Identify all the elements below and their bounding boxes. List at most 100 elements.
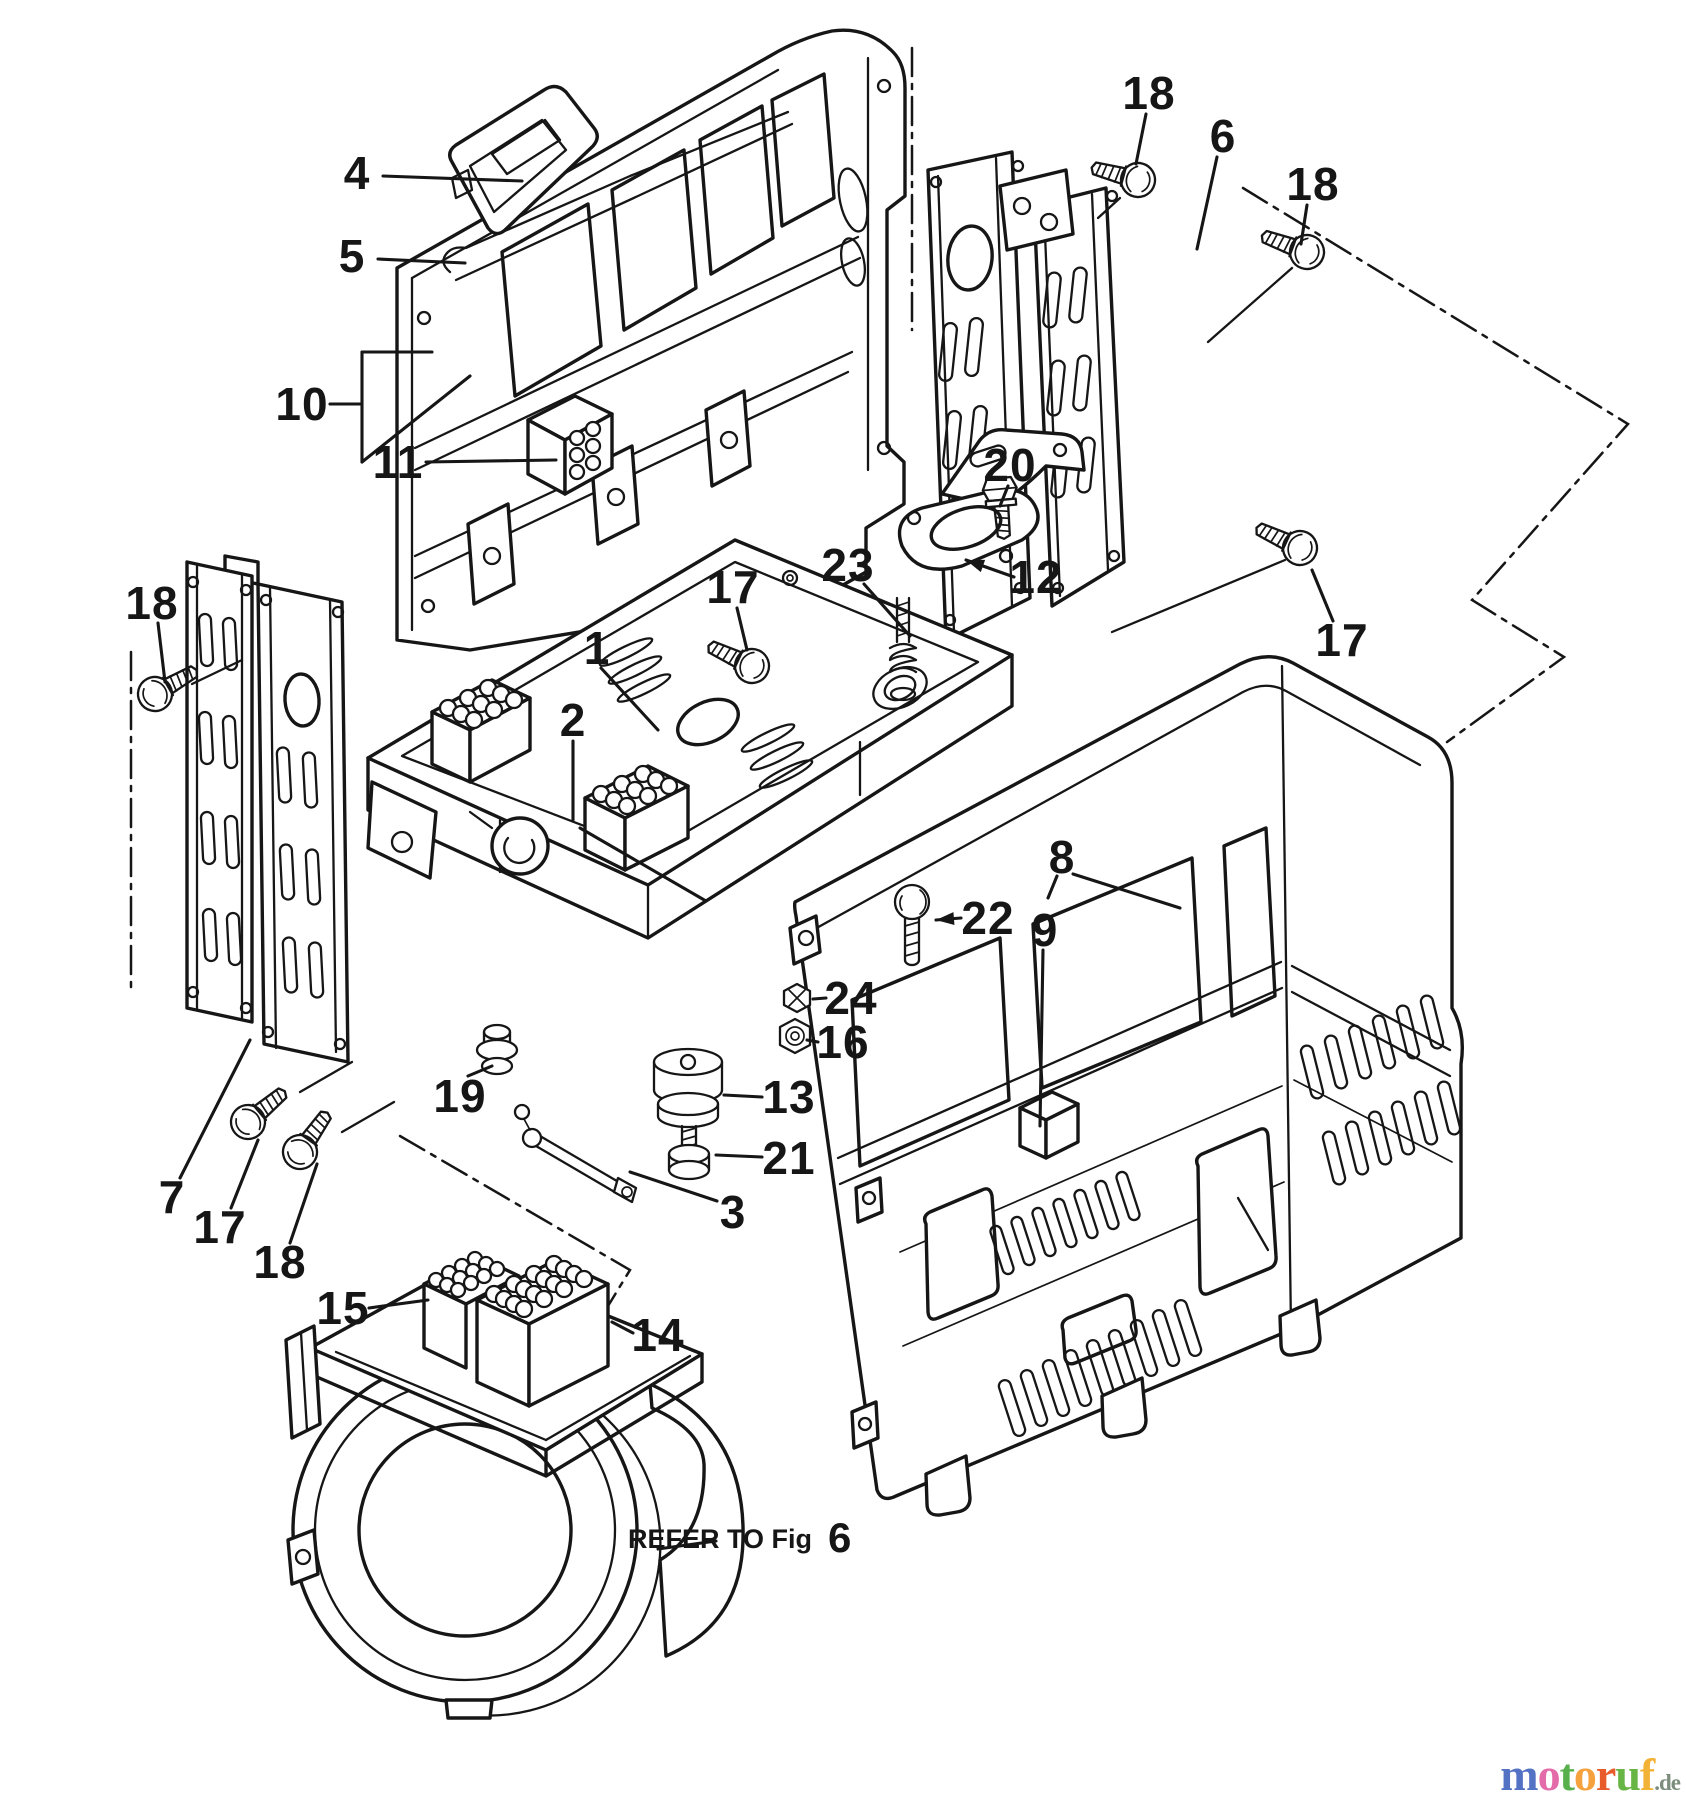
callout-2: 2 bbox=[560, 694, 708, 903]
callout-6: 6 bbox=[1195, 110, 1237, 251]
callout-18: 18 bbox=[1122, 67, 1175, 166]
screw-18-top-right bbox=[1254, 218, 1330, 275]
callout-17: 17 bbox=[1310, 568, 1368, 666]
part-side-panel bbox=[788, 655, 1465, 1517]
callout-23: 23 bbox=[821, 539, 912, 638]
watermark-letter: f bbox=[1639, 1749, 1655, 1800]
callout-label-17: 17 bbox=[1315, 614, 1368, 666]
callout-label-13: 13 bbox=[762, 1071, 815, 1123]
pointer-lines bbox=[190, 196, 1294, 1134]
callout-label-18: 18 bbox=[1122, 67, 1175, 119]
callout-1: 1 bbox=[584, 622, 660, 732]
callout-8: 8 bbox=[1046, 831, 1182, 910]
callout-label-7: 7 bbox=[159, 1171, 186, 1223]
callout-label-17: 17 bbox=[193, 1201, 246, 1253]
callout-16: 16 bbox=[805, 1016, 869, 1068]
phantom-section-lines bbox=[129, 46, 1630, 1308]
callout-10: 10 bbox=[275, 350, 472, 464]
callout-17: 17 bbox=[706, 561, 759, 652]
callout-13: 13 bbox=[722, 1071, 815, 1123]
watermark-domain-suffix: .de bbox=[1654, 1770, 1681, 1795]
part-nut-16 bbox=[778, 1017, 812, 1055]
watermark-wordmark: motoruf bbox=[1500, 1749, 1655, 1800]
part-clip-block-9 bbox=[1018, 1090, 1080, 1160]
part-connector-block-11 bbox=[526, 394, 614, 496]
callout-label-3: 3 bbox=[720, 1186, 747, 1238]
callout-21: 21 bbox=[714, 1132, 815, 1184]
watermark-letter: m bbox=[1500, 1749, 1538, 1800]
callout-label-24: 24 bbox=[824, 972, 877, 1024]
part-seal-strip bbox=[442, 110, 794, 282]
watermark-letter: o bbox=[1573, 1749, 1597, 1800]
watermark-letter: u bbox=[1615, 1749, 1641, 1800]
callout-12: 12 bbox=[964, 551, 1062, 603]
part-bolt-21 bbox=[667, 1124, 711, 1181]
part-grommet-19 bbox=[475, 1023, 519, 1076]
part-connector-block-2b bbox=[583, 764, 690, 872]
hinge-tab bbox=[466, 389, 752, 606]
callout-label-21: 21 bbox=[762, 1132, 815, 1184]
part-left-mounting-plates bbox=[185, 554, 350, 1064]
screw-17-right bbox=[1248, 511, 1324, 572]
part-connector-block-2 bbox=[430, 678, 532, 784]
callout-label-8: 8 bbox=[1049, 831, 1076, 883]
watermark-letter: o bbox=[1537, 1749, 1561, 1800]
callout-14: 14 bbox=[610, 1309, 684, 1361]
callout-label-23: 23 bbox=[821, 539, 874, 591]
refer-note: REFER TO Fig 6 bbox=[628, 1514, 851, 1561]
screw-18-bottom-left bbox=[275, 1101, 343, 1177]
refer-note-leader bbox=[656, 1539, 718, 1551]
part-rear-housing-panel bbox=[395, 28, 907, 652]
callout-label-2: 2 bbox=[560, 694, 587, 746]
callout-label-5: 5 bbox=[339, 230, 366, 282]
callout-label-1: 1 bbox=[584, 622, 611, 674]
callout-15: 15 bbox=[316, 1282, 430, 1334]
callout-19: 19 bbox=[433, 1064, 494, 1122]
callout-label-18: 18 bbox=[1286, 158, 1339, 210]
callout-3: 3 bbox=[628, 1170, 747, 1238]
callout-label-10: 10 bbox=[275, 378, 328, 430]
callout-label-4: 4 bbox=[344, 147, 371, 199]
part-connector-block-15 bbox=[422, 1250, 521, 1370]
part-blower-housing bbox=[284, 1250, 745, 1720]
callout-24: 24 bbox=[811, 972, 877, 1024]
callout-label-20: 20 bbox=[983, 439, 1036, 491]
watermark-letter: r bbox=[1595, 1749, 1616, 1800]
callout-label-9: 9 bbox=[1032, 904, 1059, 956]
callout-22: 22 bbox=[934, 892, 1014, 944]
part-link-rod-3 bbox=[513, 1103, 638, 1204]
screw-17-bottom-left bbox=[222, 1076, 297, 1148]
part-nut-24 bbox=[782, 982, 812, 1014]
part-rubber-mount-13 bbox=[652, 1047, 724, 1129]
callout-11: 11 bbox=[373, 436, 558, 488]
callout-label-6: 6 bbox=[1210, 110, 1237, 162]
callout-7: 7 bbox=[159, 1038, 252, 1223]
callout-label-18: 18 bbox=[125, 577, 178, 629]
refer-note-text: REFER TO Fig bbox=[628, 1524, 812, 1554]
callout-9: 9 bbox=[1032, 904, 1059, 1128]
part-connector-block-14 bbox=[475, 1254, 610, 1408]
callout-5: 5 bbox=[339, 230, 467, 282]
callout-18: 18 bbox=[253, 1162, 319, 1288]
part-bolt-22 bbox=[893, 883, 931, 967]
part-base-tray bbox=[366, 538, 1014, 940]
motoruf-watermark: motoruf.de bbox=[1500, 1749, 1681, 1800]
callout-label-22: 22 bbox=[961, 892, 1014, 944]
callout-label-18: 18 bbox=[253, 1236, 306, 1288]
refer-note-fig-number: 6 bbox=[828, 1514, 851, 1561]
callout-label-17: 17 bbox=[706, 561, 759, 613]
callout-label-12: 12 bbox=[1009, 551, 1062, 603]
watermark-letter: t bbox=[1559, 1749, 1575, 1800]
callout-label-15: 15 bbox=[316, 1282, 369, 1334]
callout-17: 17 bbox=[193, 1138, 260, 1253]
callout-label-14: 14 bbox=[631, 1309, 684, 1361]
callout-18: 18 bbox=[125, 577, 178, 684]
callout-label-11: 11 bbox=[373, 436, 424, 488]
callout-4: 4 bbox=[344, 147, 524, 199]
callout-label-16: 16 bbox=[816, 1016, 869, 1068]
callout-18: 18 bbox=[1286, 158, 1339, 246]
callout-label-19: 19 bbox=[433, 1070, 486, 1122]
